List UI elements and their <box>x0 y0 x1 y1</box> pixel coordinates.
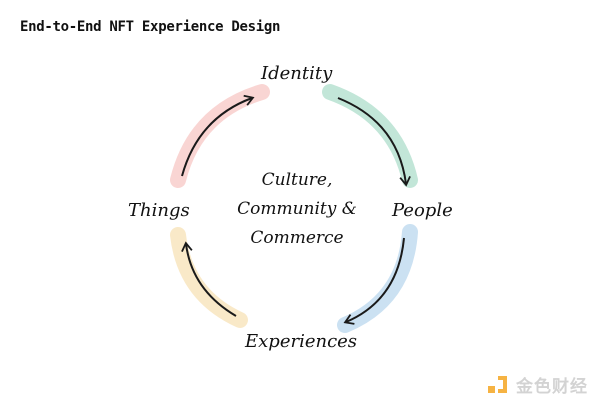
watermark-logo-icon <box>488 375 507 393</box>
diagram-title: End-to-End NFT Experience Design <box>20 19 281 35</box>
arc-experiences-to-things <box>170 227 248 328</box>
arc-identity-to-people <box>322 84 418 188</box>
center-line: Commerce <box>250 228 344 248</box>
center-line: Community & <box>237 199 357 219</box>
node-things: Things <box>128 200 190 221</box>
watermark-text: 金色财经 <box>516 377 588 397</box>
center-text: Culture, Community & Commerce <box>222 166 372 253</box>
node-experiences: Experiences <box>245 331 358 352</box>
center-line: Culture, <box>261 170 333 190</box>
arc-things-to-identity <box>170 84 270 188</box>
watermark: 金色财经 <box>488 372 588 397</box>
node-identity: Identity <box>261 63 333 84</box>
arc-people-to-experiences <box>337 224 418 333</box>
node-people: People <box>392 200 453 221</box>
